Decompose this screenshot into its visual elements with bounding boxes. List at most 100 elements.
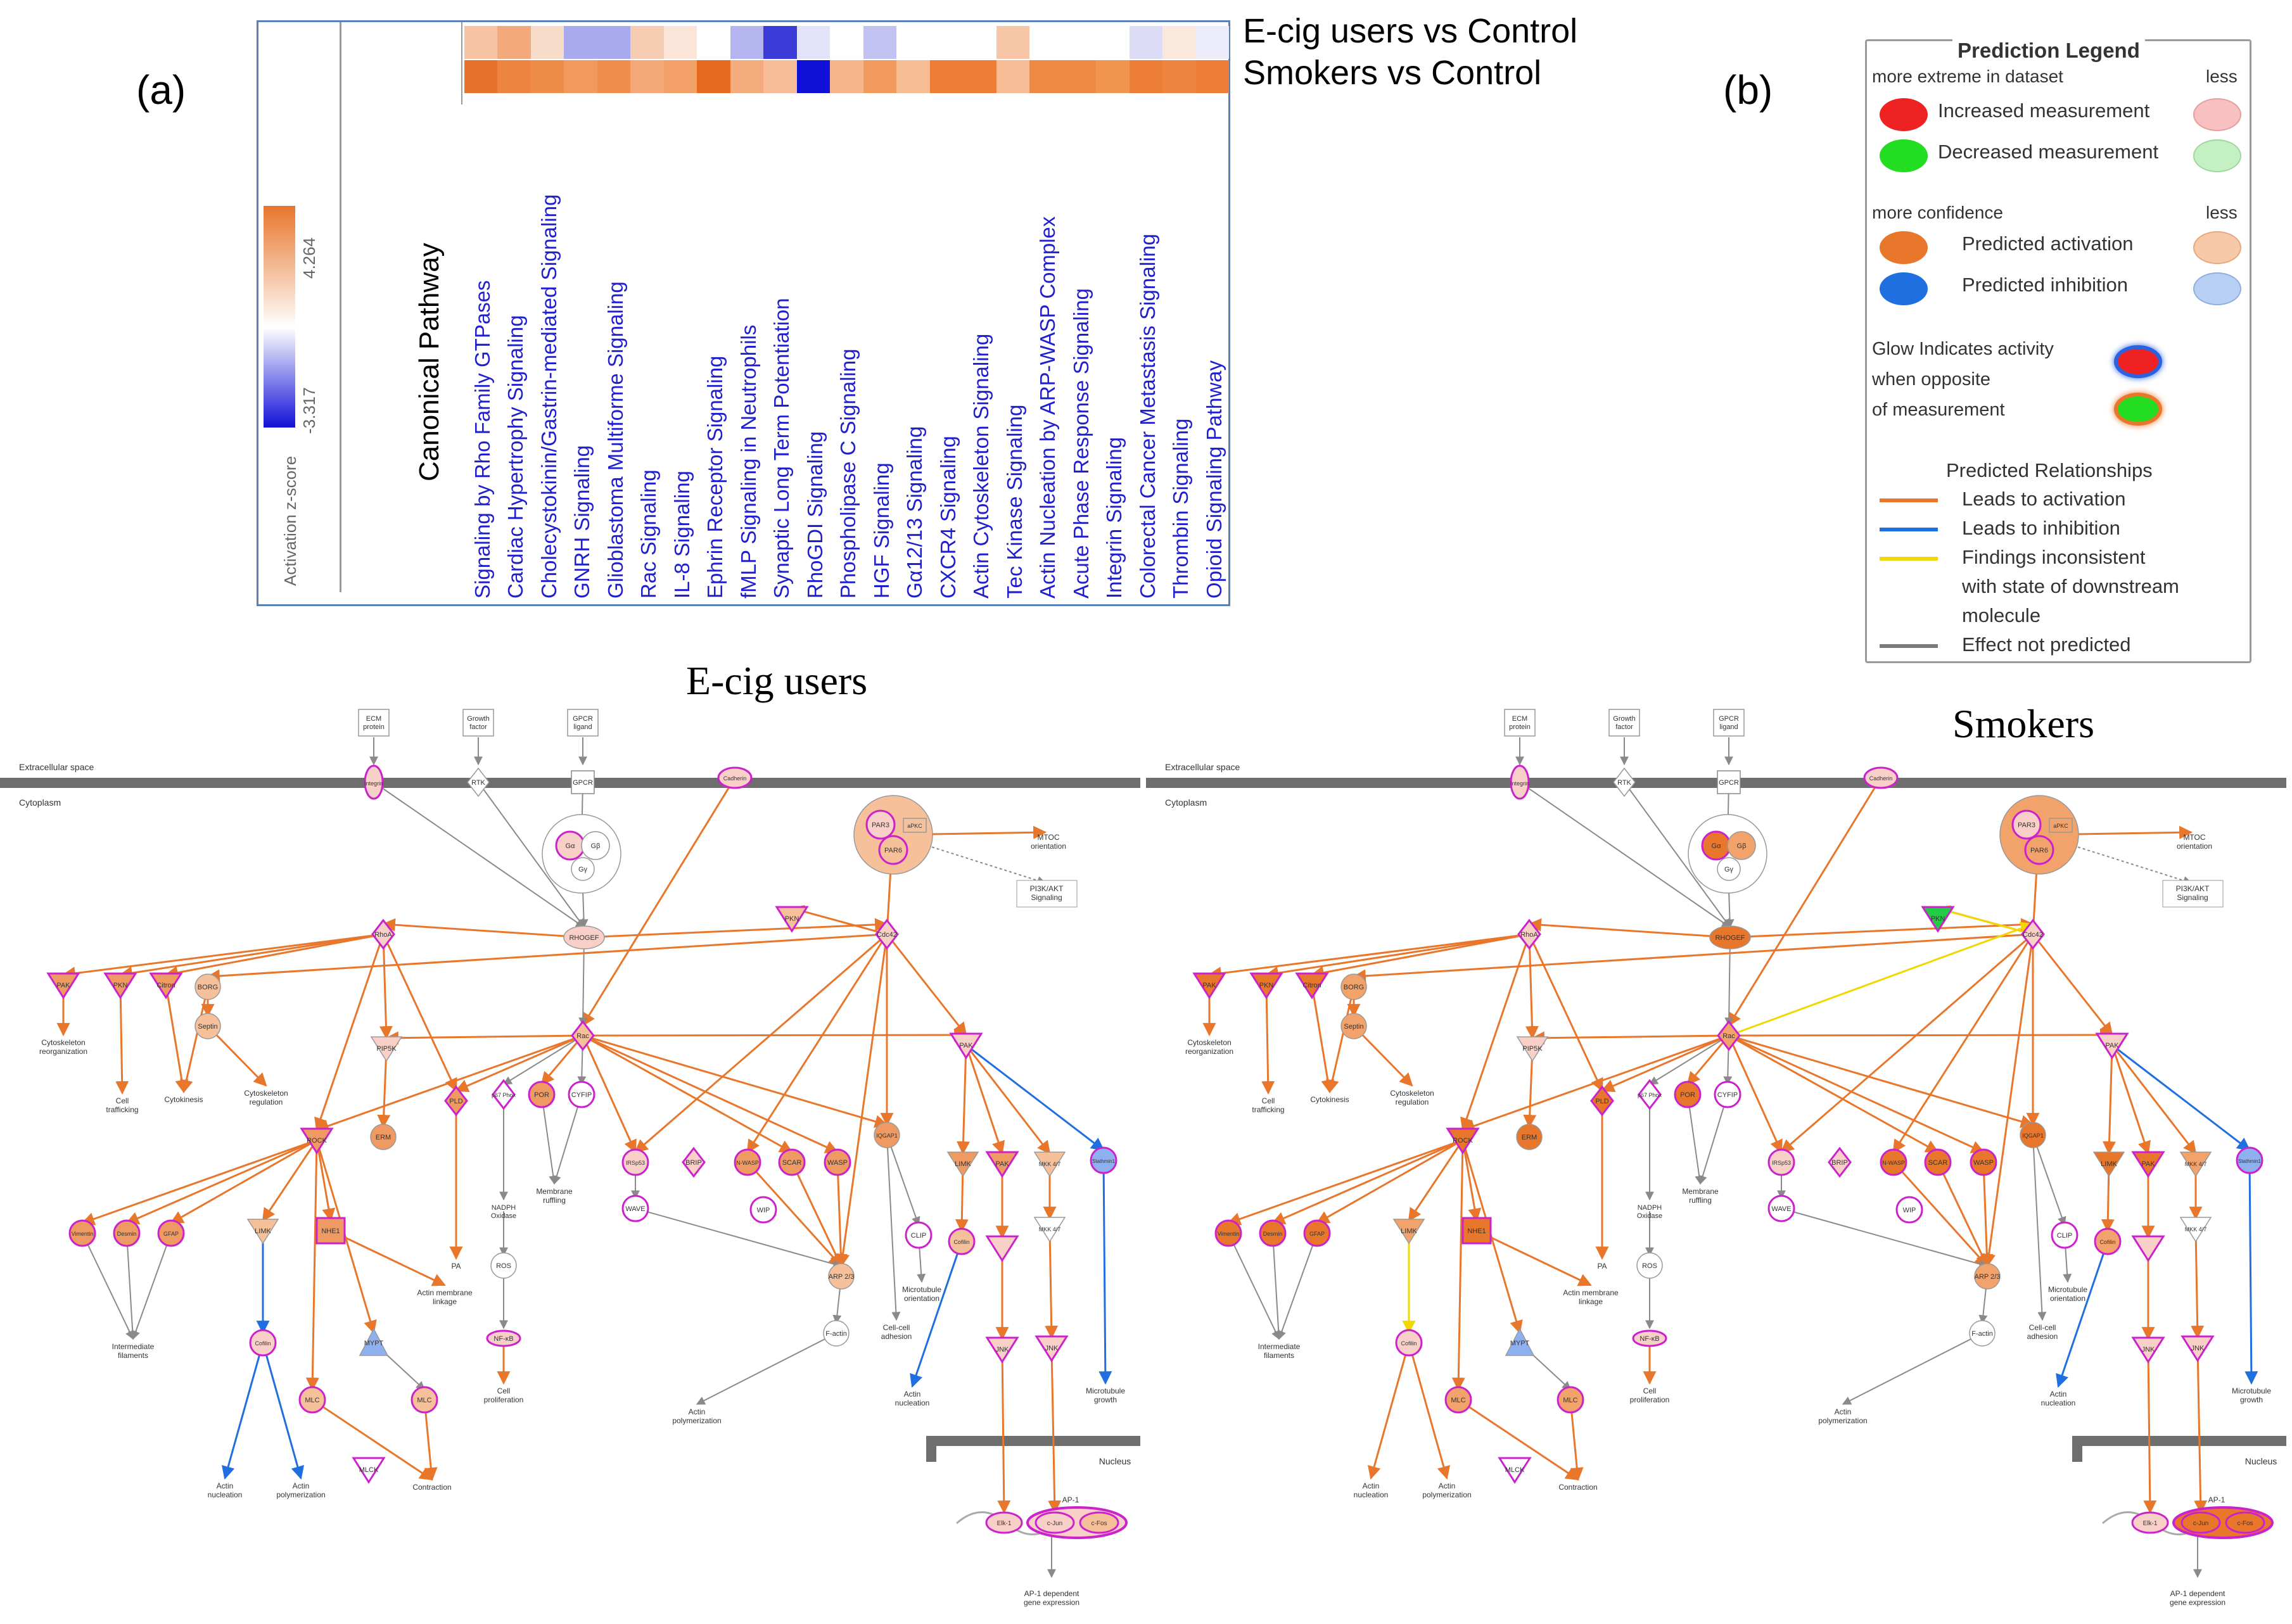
edge-pkn-trafficking	[1261, 984, 1275, 1095]
node-cdc42-shape	[2021, 918, 2045, 950]
term-cytok: Cytokinesis	[1310, 1095, 1349, 1104]
pathway-label-13[interactable]: Gα12/13 Signaling	[903, 426, 927, 599]
node-ros-shape	[490, 1252, 517, 1279]
node-limk-r-label: LIMK	[955, 1160, 971, 1168]
node-irsp53-shape	[1767, 1148, 1795, 1176]
node-erm-label: ERM	[1522, 1134, 1537, 1141]
node-cfos-label: c-Fos	[1092, 1520, 1107, 1527]
node-pak-shape	[949, 1032, 983, 1060]
pathway-label-4[interactable]: Glioblastoma Multiforme Signaling	[603, 281, 627, 599]
pathway-label-14[interactable]: CXCR4 Signaling	[936, 436, 960, 599]
node-pkn2-label: PKN	[1931, 915, 1945, 923]
pathway-label-20[interactable]: Colorectal Cancer Metastasis Signaling	[1135, 234, 1159, 599]
legend-rel-inhibition: Leads to inhibition	[1962, 517, 2120, 539]
node-cjun-shape	[2181, 1511, 2221, 1534]
pathway-label-7[interactable]: Ephrin Receptor Signaling	[703, 355, 727, 599]
node-mkk-label: MKK 4/7	[2185, 1161, 2207, 1167]
cytoplasm-label: Cytoplasm	[19, 797, 61, 808]
node-apkc-label: aPKC	[2053, 823, 2068, 829]
legend-rel-inconsistent-2: with state of downstream	[1962, 575, 2179, 597]
node-scar-shape	[1924, 1148, 1952, 1176]
edge-rac-p67	[1648, 1035, 1729, 1085]
pathway-label-1[interactable]: Cardiac Hypertrophy Signaling	[504, 315, 528, 599]
pathway-label-6[interactable]: IL-8 Signaling	[670, 471, 694, 599]
pathway-label-3[interactable]: GNRH Signaling	[570, 445, 594, 599]
pathway-label-11[interactable]: Phospholipase C Signaling	[836, 348, 860, 599]
node-cadherin-shape	[1863, 766, 1899, 789]
pathway-label-12[interactable]: HGF Signaling	[869, 462, 893, 599]
zscore-max-label: 4.264	[300, 237, 319, 279]
edge-mkk2-jnk	[2191, 1228, 2205, 1340]
edge-vim-interm	[82, 1233, 134, 1340]
edge-rtk-rhogef	[1624, 782, 1731, 929]
heat-cell-ecig-20	[1129, 26, 1163, 59]
node-clip-shape	[2051, 1221, 2079, 1249]
edge-cdc42-arp	[836, 934, 888, 1268]
pathway-label-17[interactable]: Actin Nucleation by ARP-WASP Complex	[1036, 216, 1060, 599]
pathway-label-8[interactable]: fMLP Signaling in Neutrophils	[736, 324, 760, 599]
edge-pak-mkk	[2111, 1044, 2197, 1155]
node-clip-shape	[905, 1221, 933, 1249]
pathway-label-18[interactable]: Acute Phase Response Signaling	[1069, 288, 1093, 599]
node-cadherin-shape	[717, 766, 753, 789]
edge-cofilinL-polyL	[262, 1342, 305, 1480]
nucleus-label: Nucleus	[2245, 1456, 2277, 1466]
edge-stath-growth	[1098, 1160, 1112, 1385]
node-nhe1-label: NHE1	[1467, 1228, 1486, 1235]
edge-integrin-rhogef	[1519, 782, 1731, 928]
node-gfap-shape	[157, 1219, 185, 1247]
node-wip-shape	[749, 1196, 777, 1224]
node-cjun-label: c-Jun	[1047, 1520, 1062, 1527]
heat-cell-smokers-1	[497, 60, 532, 93]
legend-glow-2: when opposite	[1872, 369, 1991, 390]
pathway-label-21[interactable]: Thrombin Signaling	[1169, 418, 1193, 599]
legend-relationships-title: Predicted Relationships	[1946, 459, 2153, 481]
node-gl-shape	[1713, 709, 1745, 737]
node-gpcr-label: GPCR	[1719, 779, 1739, 787]
node-septin-label: Septin	[198, 1023, 217, 1031]
node-borg-label: BORG	[1344, 984, 1364, 991]
pathway-label-5[interactable]: Rac Signaling	[637, 469, 661, 599]
pathway-label-0[interactable]: Signaling by Rho Family GTPases	[471, 280, 494, 599]
edge-iqgap-clip	[886, 1134, 920, 1226]
edge-rtk-rhogef	[478, 782, 585, 929]
pathway-label-15[interactable]: Actin Cytoskeleton Signaling	[969, 333, 993, 599]
node-cyfip-label: CYFIP	[1717, 1091, 1738, 1099]
node-pkn2-label: PKN	[785, 915, 799, 923]
edge-jnk-cjun	[2194, 1347, 2208, 1514]
heat-cell-ecig-13	[896, 26, 931, 59]
node-gy-shape	[571, 857, 595, 881]
edge-pkn-trafficking	[115, 984, 129, 1095]
edge-rhoa-pld	[382, 934, 457, 1092]
inconsistent-line	[1880, 557, 1938, 561]
pathway-label-16[interactable]: Tec Kinase Signaling	[1002, 404, 1026, 599]
node-nwasp-shape	[734, 1148, 761, 1176]
heatmap-grid	[464, 26, 1230, 94]
panel-a-label: (a)	[136, 67, 186, 113]
pathway-label-22[interactable]: Opioid Signaling Pathway	[1202, 360, 1226, 599]
edge-rac-por	[540, 1035, 584, 1086]
edge-iqgap-adhesion	[886, 1134, 901, 1321]
zscore-color-scale	[264, 206, 295, 428]
heat-cell-ecig-11	[830, 26, 864, 59]
pathway-label-10[interactable]: RhoGDI Signaling	[803, 431, 827, 599]
node-limk-label: LIMK	[1401, 1228, 1417, 1235]
pathway-label-9[interactable]: Synaptic Long Term Potentiation	[770, 298, 794, 599]
node-pkn-shape	[1249, 972, 1283, 999]
node-mypt-label: MYPT	[364, 1340, 384, 1347]
pathway-label-2[interactable]: Cholecystokinin/Gastrin-mediated Signali…	[537, 194, 561, 599]
node-baip-label: BRIP	[685, 1159, 702, 1167]
node-erm-shape	[370, 1124, 397, 1150]
edge-rhoa-rock	[1460, 934, 1531, 1131]
pathway-label-19[interactable]: Integrin Signaling	[1102, 436, 1126, 599]
node-limk-shape	[246, 1219, 279, 1245]
edge-rhoa-pip5k	[1525, 934, 1539, 1040]
node-mkk2-shape	[1033, 1217, 1066, 1243]
